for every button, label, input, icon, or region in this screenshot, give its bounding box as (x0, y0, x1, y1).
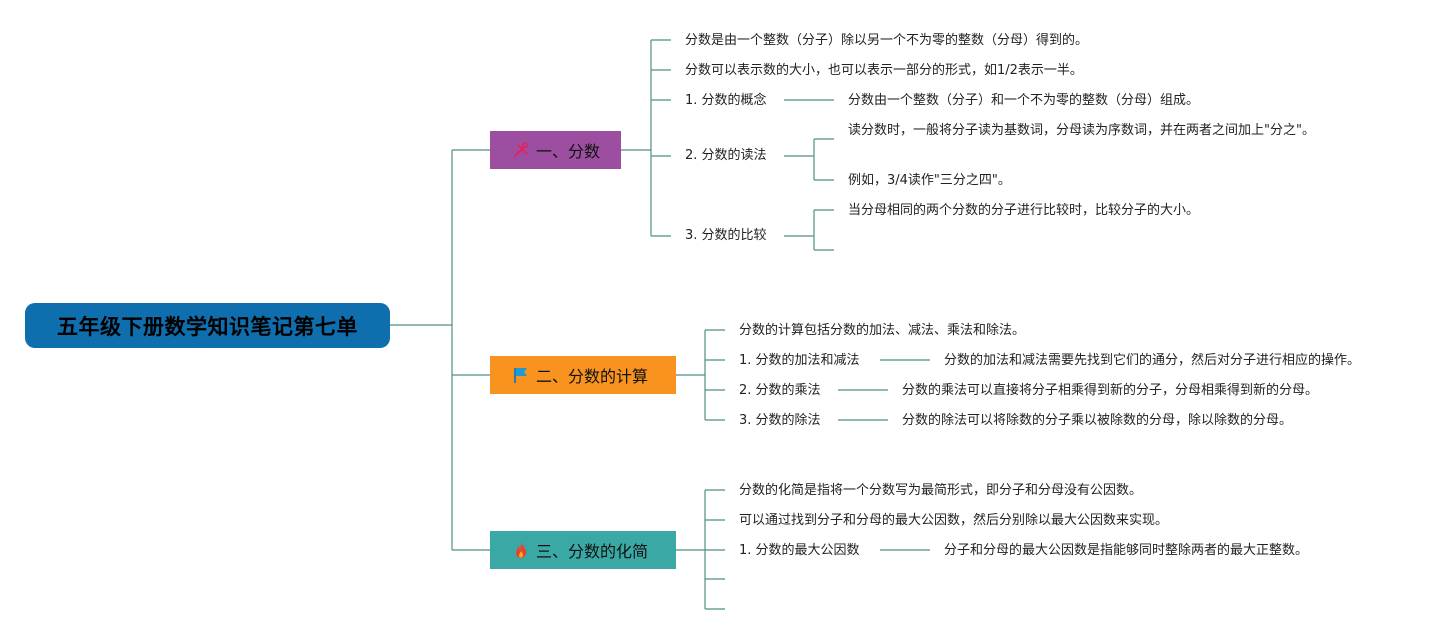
topic-comparison[interactable]: 3. 分数的比较 (685, 228, 767, 243)
topic-add-subtract[interactable]: 1. 分数的加法和减法 (739, 353, 860, 368)
root-topic[interactable]: 五年级下册数学知识笔记第七单 (25, 303, 390, 348)
note: 分数可以表示数的大小，也可以表示一部分的形式，如1/2表示一半。 (685, 63, 1083, 78)
flag-icon (510, 364, 532, 386)
detail: 分子和分母的最大公因数是指能够同时整除两者的最大正整数。 (944, 543, 1309, 558)
topic-concept[interactable]: 1. 分数的概念 (685, 93, 767, 108)
note: 可以通过找到分子和分母的最大公因数，然后分别除以最大公因数来实现。 (739, 513, 1169, 528)
tools-icon (510, 139, 532, 161)
detail: 分数由一个整数（分子）和一个不为零的整数（分母）组成。 (848, 93, 1200, 108)
topic-reading[interactable]: 2. 分数的读法 (685, 148, 767, 163)
topic-multiply[interactable]: 2. 分数的乘法 (739, 383, 821, 398)
root-title: 五年级下册数学知识笔记第七单 (57, 314, 358, 339)
branch-fraction-calculation[interactable]: 二、分数的计算 (490, 356, 676, 394)
note: 分数的计算包括分数的加法、减法、乘法和除法。 (739, 323, 1026, 338)
detail: 例如，3/4读作"三分之四"。 (848, 173, 1011, 188)
detail: 分数的乘法可以直接将分子相乘得到新的分子，分母相乘得到新的分母。 (902, 383, 1319, 398)
fire-icon (510, 539, 532, 561)
note: 分数的化简是指将一个分数写为最简形式，即分子和分母没有公因数。 (739, 483, 1143, 498)
topic-gcd[interactable]: 1. 分数的最大公因数 (739, 543, 860, 558)
branch-label: 三、分数的化简 (536, 542, 649, 561)
detail: 当分母相同的两个分数的分子进行比较时，比较分子的大小。 (848, 203, 1200, 218)
detail: 分数的加法和减法需要先找到它们的通分，然后对分子进行相应的操作。 (944, 353, 1361, 368)
topic-divide[interactable]: 3. 分数的除法 (739, 413, 821, 428)
branch-label: 一、分数 (536, 142, 601, 161)
detail: 读分数时，一般将分子读为基数词，分母读为序数词，并在两者之间加上"分之"。 (848, 123, 1315, 138)
branch-label: 二、分数的计算 (536, 367, 649, 386)
detail: 分数的除法可以将除数的分子乘以被除数的分母，除以除数的分母。 (902, 413, 1293, 428)
branch-fractions[interactable]: 一、分数 (490, 131, 621, 169)
branch-fraction-simplify[interactable]: 三、分数的化简 (490, 531, 676, 569)
note: 分数是由一个整数（分子）除以另一个不为零的整数（分母）得到的。 (685, 33, 1089, 48)
